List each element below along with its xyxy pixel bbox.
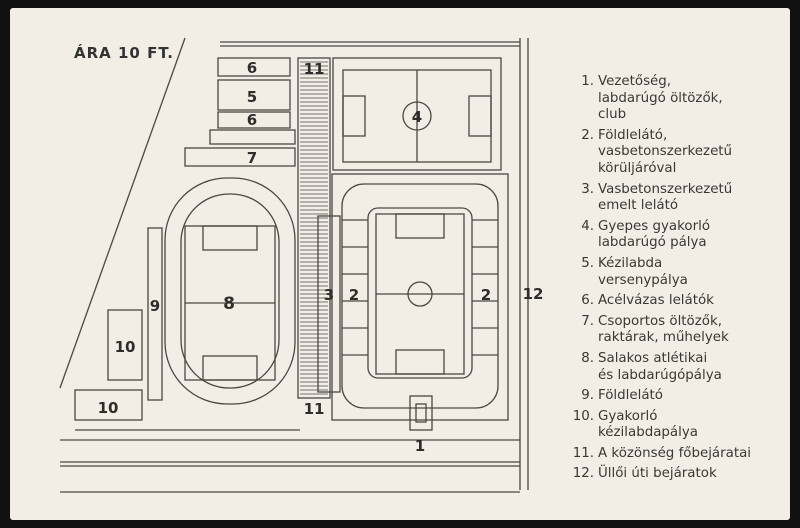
earth-stand-9 — [147, 227, 163, 401]
handball-court-10a — [107, 309, 143, 381]
label-4: 4 — [412, 108, 422, 126]
legend-item: 5.Kézilabda versenypálya — [576, 256, 798, 289]
label-9: 9 — [150, 297, 160, 315]
label-5: 5 — [247, 88, 257, 106]
label-2b: 2 — [481, 286, 491, 304]
athletics-track — [164, 177, 296, 405]
legend-number: 1. — [581, 74, 594, 89]
legend-number: 5. — [581, 255, 594, 271]
label-7: 7 — [247, 149, 257, 167]
roads — [59, 37, 529, 493]
legend-number: 11. — [572, 445, 594, 461]
legend-text: Vezetőség, labdarúgó öltözők, club — [598, 74, 723, 123]
label-11b: 11 — [304, 400, 325, 418]
label-11a: 11 — [304, 60, 325, 78]
label-6a: 6 — [247, 59, 257, 77]
legend-number: 9. — [581, 388, 594, 404]
walkway — [297, 57, 331, 399]
legend-text: Vasbetonszerkezetű emelt lelátó — [598, 181, 733, 214]
legend-item: 7.Csoportos öltözők, raktárak, műhelyek — [576, 314, 798, 347]
label-12: 12 — [523, 285, 544, 303]
training-pitch — [332, 57, 502, 171]
legend-text: Salakos atlétikai és labdarúgópálya — [598, 350, 722, 383]
legend-item: 3.Vasbetonszerkezetű emelt lelátó — [576, 182, 798, 215]
legend-item: 9.Földlelátó — [576, 388, 798, 405]
label-10b: 10 — [98, 399, 119, 417]
price-label: ÁRA 10 FT. — [74, 44, 174, 62]
main-stadium — [317, 173, 509, 431]
label-10a: 10 — [115, 338, 136, 356]
stands-block — [184, 57, 296, 167]
legend-text: Földlelátó, vasbetonszerkezetű körüljáró… — [598, 127, 733, 176]
legend-number: 2. — [581, 127, 594, 143]
legend-number: 3. — [581, 181, 594, 197]
legend-item: 10.Gyakorló kézilabdapálya — [573, 408, 798, 442]
legend-item: 2.Földlelátó, vasbetonszerkezetű körüljá… — [576, 128, 798, 178]
label-3: 3 — [324, 286, 334, 304]
legend-text: Földlelátó — [598, 388, 663, 404]
legend-number: 8. — [581, 350, 594, 366]
legend-text: Gyepes gyakorló labdarúgó pálya — [598, 218, 711, 251]
legend-text: Csoportos öltözők, raktárak, műhelyek — [598, 313, 729, 346]
legend-text: Acélvázas lelátók — [598, 293, 714, 309]
postcard: 6 5 6 7 11 11 4 8 9 3 2 2 12 10 10 1 ÁRA… — [10, 8, 790, 520]
legend-number: 12. — [572, 466, 594, 482]
label-6b: 6 — [247, 111, 257, 129]
legend-item: 1. Vezetőség, labdarúgó öltözők, club — [576, 74, 798, 124]
label-2a: 2 — [349, 286, 359, 304]
legend-number: 6. — [581, 293, 594, 309]
legend-item: 4.Gyepes gyakorló labdarúgó pálya — [576, 219, 798, 252]
legend-item: 11.A közönség főbejáratai — [573, 445, 798, 463]
handball-court-10b — [74, 389, 143, 421]
legend-text: Gyakorló kézilabdapálya — [598, 408, 698, 441]
label-8: 8 — [223, 294, 235, 314]
stadium-plan: 6 5 6 7 11 11 4 8 9 3 2 2 12 10 10 1 — [59, 37, 544, 493]
legend-number: 7. — [581, 313, 594, 329]
legend-text: Kézilabda versenypálya — [598, 255, 688, 288]
legend-item: 12.Üllői úti bejáratok — [573, 466, 798, 483]
legend-text: A közönség főbejáratai — [598, 445, 752, 461]
legend-number: 10. — [572, 408, 594, 424]
legend-text: Üllői úti bejáratok — [598, 466, 717, 482]
legend-item: 8.Salakos atlétikai és labdarúgópálya — [576, 351, 798, 384]
legend-number: 4. — [581, 218, 594, 234]
legend-item: 6.Acélvázas lelátók — [576, 293, 798, 310]
label-1: 1 — [415, 437, 425, 455]
